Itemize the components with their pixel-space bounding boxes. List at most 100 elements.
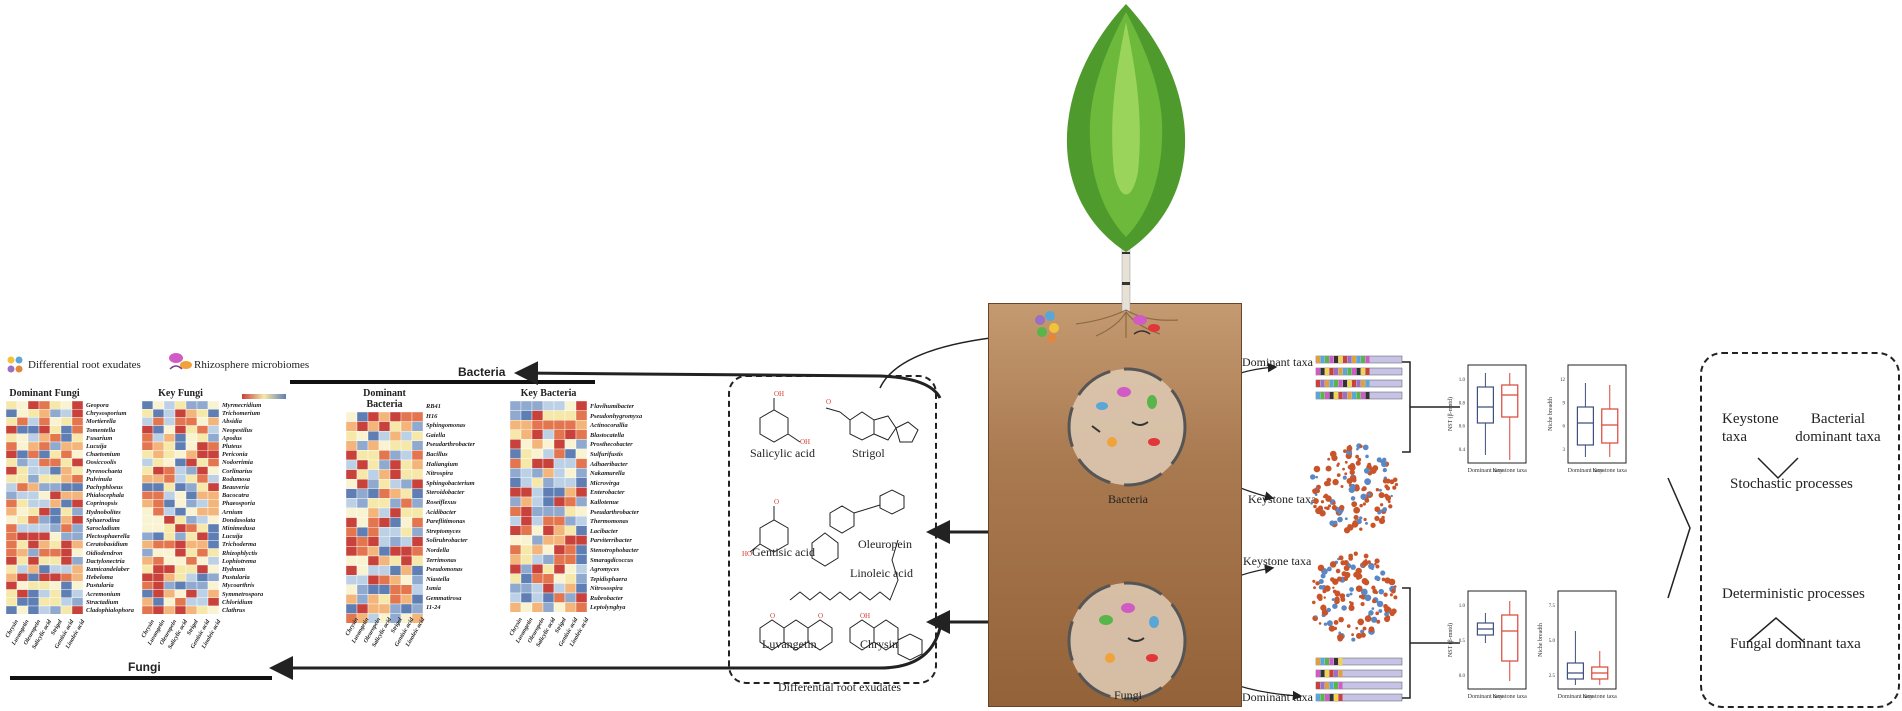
network-node (1383, 615, 1391, 623)
network-node (1356, 632, 1362, 639)
taxon-label: Plectosphaerella (86, 533, 130, 541)
taxon-label: Phialocephala (86, 492, 124, 500)
taxon-label: Enterobacter (590, 489, 625, 497)
metabolite-strigol: Strigol (852, 446, 885, 460)
category-label: Keystone taxa (1593, 468, 1627, 474)
network-node (1378, 588, 1385, 595)
fungi-group-label: Fungi (128, 660, 161, 674)
root-microbe-icon (1133, 315, 1160, 335)
network-node (1333, 520, 1338, 525)
taxa-strip-segment (1361, 392, 1365, 399)
network-node (1350, 564, 1356, 570)
network-node (1349, 474, 1357, 482)
network-node (1365, 521, 1368, 525)
taxon-label: Tepidisphaera (590, 575, 628, 583)
network-node (1387, 607, 1392, 612)
network-node (1361, 562, 1367, 567)
network-node (1355, 460, 1361, 466)
network-node (1370, 522, 1376, 528)
network-node (1360, 632, 1366, 638)
network-node (1358, 595, 1363, 599)
taxon-label: Lucuija (222, 533, 243, 541)
boxplot-box (1501, 614, 1519, 662)
bacteria-taxa-strips (1315, 355, 1403, 400)
network-node (1313, 504, 1317, 509)
taxa-strip-segment (1338, 682, 1343, 689)
taxa-strip-segment (1329, 670, 1334, 677)
taxa-strip-segment (1356, 356, 1361, 363)
conclusion-stochastic: Stochastic processes (1730, 476, 1853, 492)
taxa-strip-segment (1365, 380, 1370, 387)
network-node (1312, 488, 1319, 495)
taxa-strip-segment (1316, 658, 1320, 665)
network-node (1362, 502, 1366, 506)
network-node (1380, 601, 1383, 605)
taxa-strip-segment (1334, 670, 1338, 677)
network-node (1327, 457, 1331, 461)
taxa-strip-segment (1334, 694, 1338, 701)
network-node (1334, 598, 1340, 605)
axis-tick-label: 0.6 (1459, 425, 1466, 430)
bacteria-dominant-taxa-label: Dominant taxa (1242, 355, 1313, 369)
network-node (1378, 488, 1382, 492)
network-node (1379, 503, 1384, 507)
taxon-label: Pyrenochaeta (86, 467, 123, 475)
network-node (1360, 588, 1368, 596)
network-node (1332, 501, 1336, 505)
network-node (1350, 496, 1356, 501)
taxon-label: Sphaerodina (86, 516, 120, 524)
network-node (1371, 585, 1376, 590)
network-node (1315, 475, 1318, 479)
taxa-strip-segment (1325, 368, 1329, 375)
taxa-strip-segment (1356, 392, 1361, 399)
taxon-label: Mortierella (86, 418, 116, 426)
taxa-strip-segment (1361, 380, 1365, 387)
taxon-label: Nitrospira (426, 470, 453, 478)
axis-tick-label: 0.4 (1459, 448, 1466, 453)
network-node (1343, 449, 1347, 453)
network-node (1326, 620, 1333, 627)
network-node (1338, 555, 1344, 561)
taxa-strip-segment (1325, 658, 1329, 665)
soil-fungi-label: Fungi (1114, 688, 1143, 702)
taxa-strip-segment (1320, 682, 1325, 689)
boxplot-frame (1557, 590, 1617, 690)
taxa-strip-segment (1343, 392, 1347, 399)
network-node (1349, 462, 1355, 469)
taxa-strip-segment (1329, 694, 1334, 701)
taxon-label: Tomentella (86, 426, 116, 434)
taxon-label: Pseudomonas (426, 566, 463, 574)
category-label: Dominant taxa (1468, 694, 1504, 700)
network-node (1326, 478, 1330, 482)
network-node (1363, 553, 1369, 559)
taxa-strip-segment (1338, 356, 1343, 363)
taxon-label: Trichomerium (222, 410, 261, 418)
network-node (1338, 504, 1345, 511)
heatmap-cell (411, 613, 423, 624)
network-node (1382, 507, 1388, 512)
network-node (1311, 600, 1316, 605)
network-node (1364, 615, 1372, 622)
network-node (1348, 486, 1356, 493)
network-node (1384, 493, 1389, 499)
soil-bacteria-label: Bacteria (1108, 492, 1148, 506)
taxa-strip-segment (1334, 368, 1338, 375)
svg-text:O: O (770, 612, 775, 620)
network-node (1343, 576, 1349, 582)
network-node (1355, 585, 1363, 592)
network-node (1351, 521, 1359, 528)
heatmap-title: Key Bacteria (520, 388, 577, 399)
taxon-label: Agromyces (590, 566, 620, 574)
network-node (1364, 498, 1370, 503)
network-node (1349, 592, 1353, 596)
taxa-strip-segment (1365, 356, 1370, 363)
taxa-strip-segment (1352, 356, 1356, 363)
network-node (1344, 472, 1348, 476)
taxon-label: Sphingobacterium (426, 479, 475, 487)
network-node (1347, 524, 1354, 531)
metabolite-chrysin: Chrysin (860, 637, 899, 651)
taxa-strip-segment (1316, 392, 1320, 399)
network-node (1343, 559, 1349, 566)
taxa-strip-segment (1325, 392, 1329, 399)
